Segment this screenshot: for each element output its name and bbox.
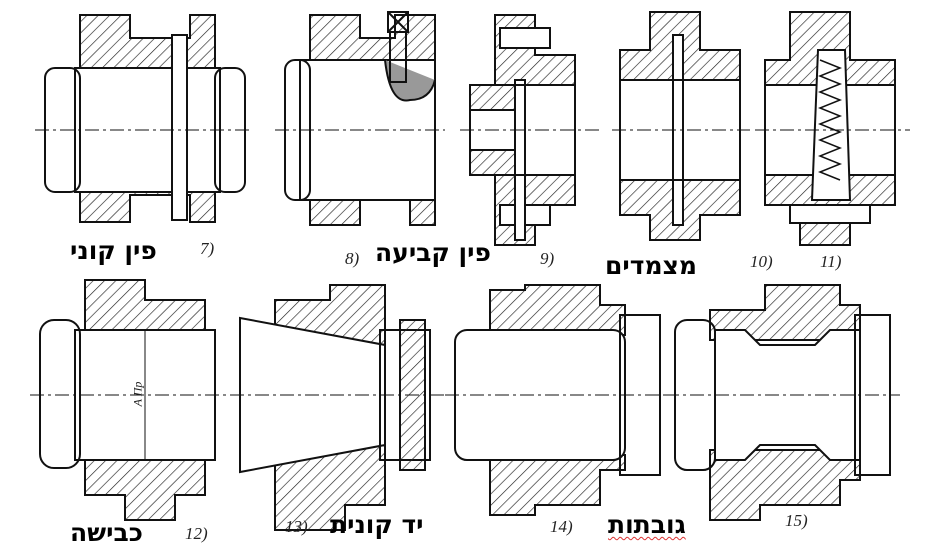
dimension-label: A Пр	[130, 381, 145, 407]
figure-number-11: 11)	[820, 252, 842, 271]
figure-number-14: 14)	[550, 517, 573, 536]
figure-number-13: 13)	[285, 517, 308, 536]
label-press-fit: כבישה	[70, 518, 143, 547]
label-couplings: מצמדים	[605, 251, 697, 280]
figure-9-bolted-flange	[460, 14, 600, 246]
figure-12-press-fit	[30, 279, 240, 521]
figure-number-7: 7)	[200, 239, 215, 258]
figure-number-10: 10)	[750, 252, 773, 271]
figure-15-cone-rings	[665, 284, 900, 521]
figure-10-coupling	[612, 11, 750, 241]
figure-13-taper-fit	[230, 284, 445, 531]
figure-number-12: 12)	[185, 524, 208, 543]
figure-8-set-pin	[275, 11, 445, 226]
figure-number-8: 8)	[345, 249, 360, 268]
figure-number-15: 15)	[785, 511, 808, 530]
figure-number-9: 9)	[540, 249, 555, 268]
label-taper-pin: פין קוני	[70, 236, 157, 265]
figure-7-taper-pin	[35, 14, 250, 223]
label-rings: גובתות	[608, 510, 686, 539]
figure-11-spring-coupling	[755, 11, 910, 246]
figure-14-ring-fit	[445, 284, 670, 516]
label-set-pin: פין קביעה	[375, 238, 491, 267]
label-taper-fit: יד קונית	[330, 510, 424, 539]
